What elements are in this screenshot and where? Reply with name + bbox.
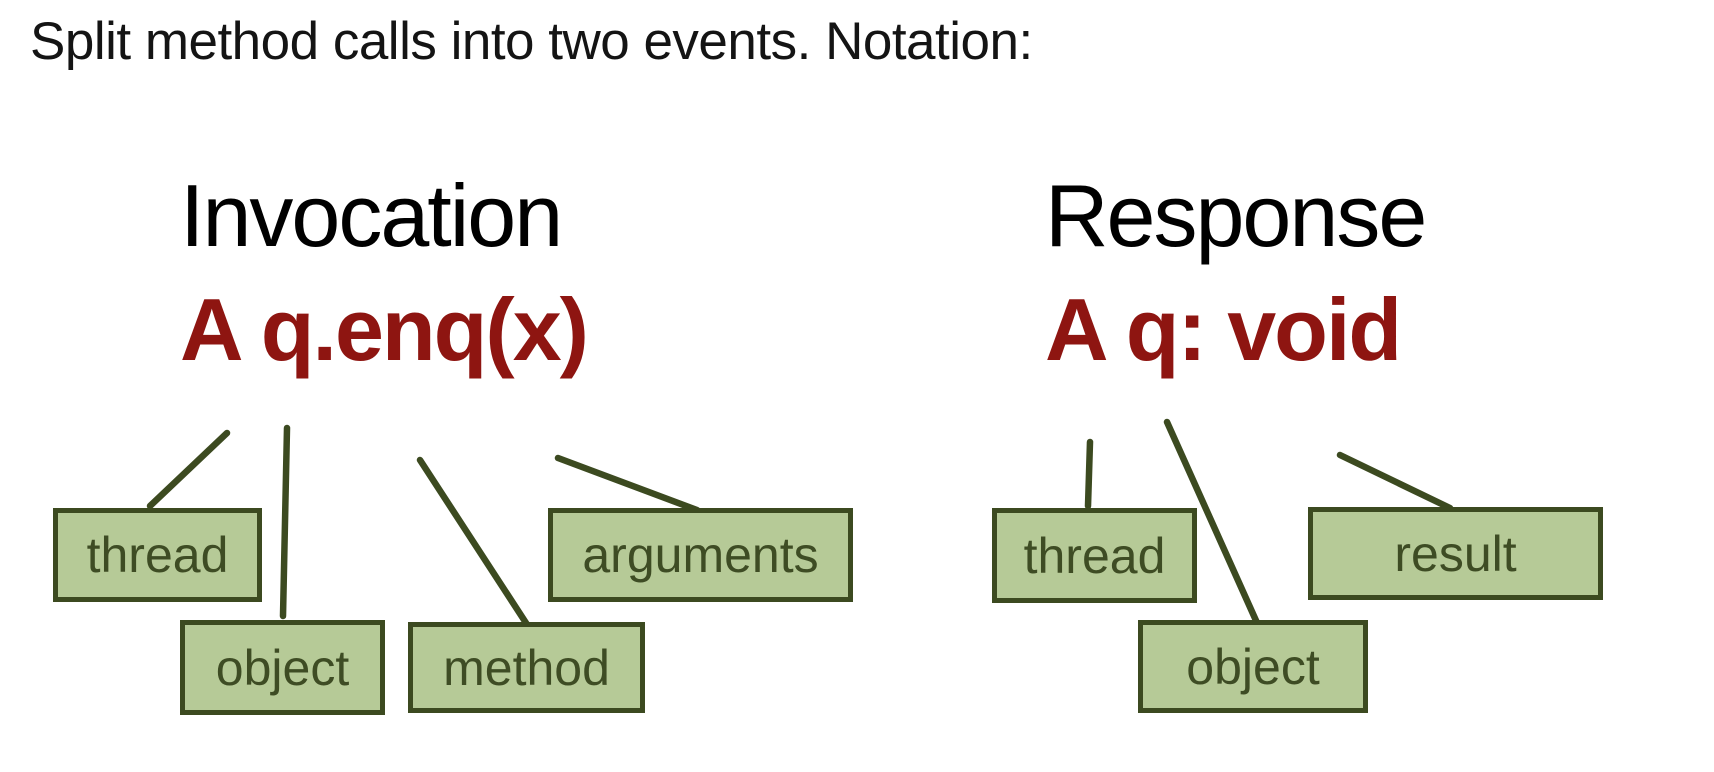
connector-invocation-method-line xyxy=(416,456,532,630)
invocation-method-label-box: method xyxy=(408,622,645,713)
connector-invocation-arguments-line xyxy=(554,454,701,514)
invocation-object-label-box: object xyxy=(180,620,385,715)
response-heading: Response xyxy=(1045,166,1427,265)
response-notation: A q: void xyxy=(1045,280,1402,379)
response-object-label-box: object xyxy=(1138,620,1368,713)
invocation-arguments-label-box: arguments xyxy=(548,508,853,602)
invocation-heading: Invocation xyxy=(180,166,563,265)
response-result-label-box: result xyxy=(1308,507,1603,600)
invocation-notation: A q.enq(x) xyxy=(180,280,589,379)
response-thread-label-box: thread xyxy=(992,508,1197,603)
slide-title: Split method calls into two events. Nota… xyxy=(30,12,1033,71)
invocation-thread-label-box: thread xyxy=(53,508,262,602)
connector-invocation-object-line xyxy=(279,424,291,620)
connector-response-result-line xyxy=(1336,451,1454,512)
connector-response-thread-line xyxy=(1084,438,1094,510)
connector-invocation-thread-line xyxy=(146,429,231,510)
